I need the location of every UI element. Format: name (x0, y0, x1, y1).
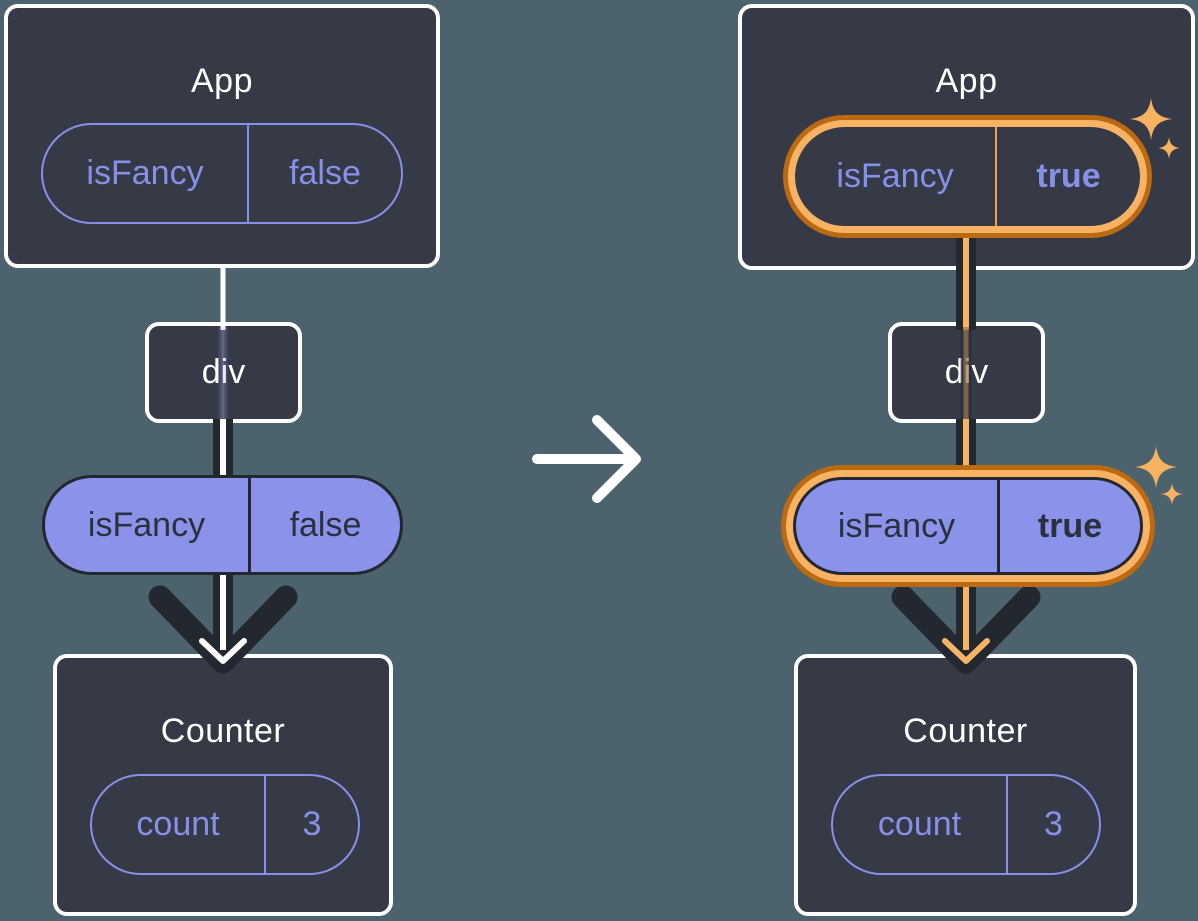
prop-name: isFancy (836, 157, 954, 195)
prop-value-cell: false (248, 478, 400, 572)
node-label: div (944, 353, 989, 391)
prop-pill-passed-after: isFancy true (793, 477, 1143, 575)
component-title: App (935, 62, 998, 100)
sparkle-icon (1135, 446, 1177, 488)
highlight-ring-inner: isFancy true (788, 120, 1147, 233)
state-pill-after: count 3 (831, 774, 1101, 875)
state-value: 3 (1044, 805, 1063, 843)
component-title: Counter (903, 712, 1028, 750)
prop-name-cell: isFancy (795, 127, 995, 226)
sparkle-icon (1161, 483, 1183, 505)
prop-pill-passed-before: isFancy false (42, 475, 403, 575)
prop-value: false (289, 505, 362, 544)
prop-value: true (1036, 157, 1101, 195)
div-node-before: div (145, 322, 302, 423)
div-node-after: div (888, 322, 1045, 423)
prop-arrow-after (891, 581, 1041, 674)
state-name-cell: count (833, 776, 1006, 873)
state-name: count (877, 805, 962, 843)
highlight-ring: isFancy true (781, 465, 1155, 587)
state-value-cell: 3 (1006, 776, 1099, 873)
prop-value: false (289, 154, 361, 192)
state-name: count (136, 805, 220, 843)
state-name-cell: count (92, 776, 264, 873)
component-title: App (191, 62, 253, 100)
prop-value-cell: true (995, 127, 1140, 226)
prop-name-cell: isFancy (45, 478, 248, 572)
right-arrow-icon (532, 415, 641, 503)
prop-name: isFancy (837, 506, 956, 545)
prop-name-cell: isFancy (796, 480, 997, 572)
state-value-cell: 3 (264, 776, 358, 873)
prop-name: isFancy (87, 505, 206, 544)
prop-value-cell: false (247, 125, 401, 222)
state-pill-before: count 3 (90, 774, 360, 875)
prop-value: true (1037, 506, 1103, 545)
prop-arrow-before (148, 573, 298, 674)
prop-pill-app-after: isFancy true (795, 127, 1140, 226)
prop-pill-app-before: isFancy false (41, 123, 403, 224)
highlight-ring: isFancy true (783, 115, 1152, 238)
component-title: Counter (160, 712, 286, 750)
node-label: div (201, 353, 246, 391)
prop-name: isFancy (86, 154, 204, 192)
prop-name-cell: isFancy (43, 125, 247, 222)
highlight-ring-inner: isFancy true (786, 470, 1150, 582)
state-value: 3 (302, 805, 322, 843)
prop-value-cell: true (997, 480, 1140, 572)
